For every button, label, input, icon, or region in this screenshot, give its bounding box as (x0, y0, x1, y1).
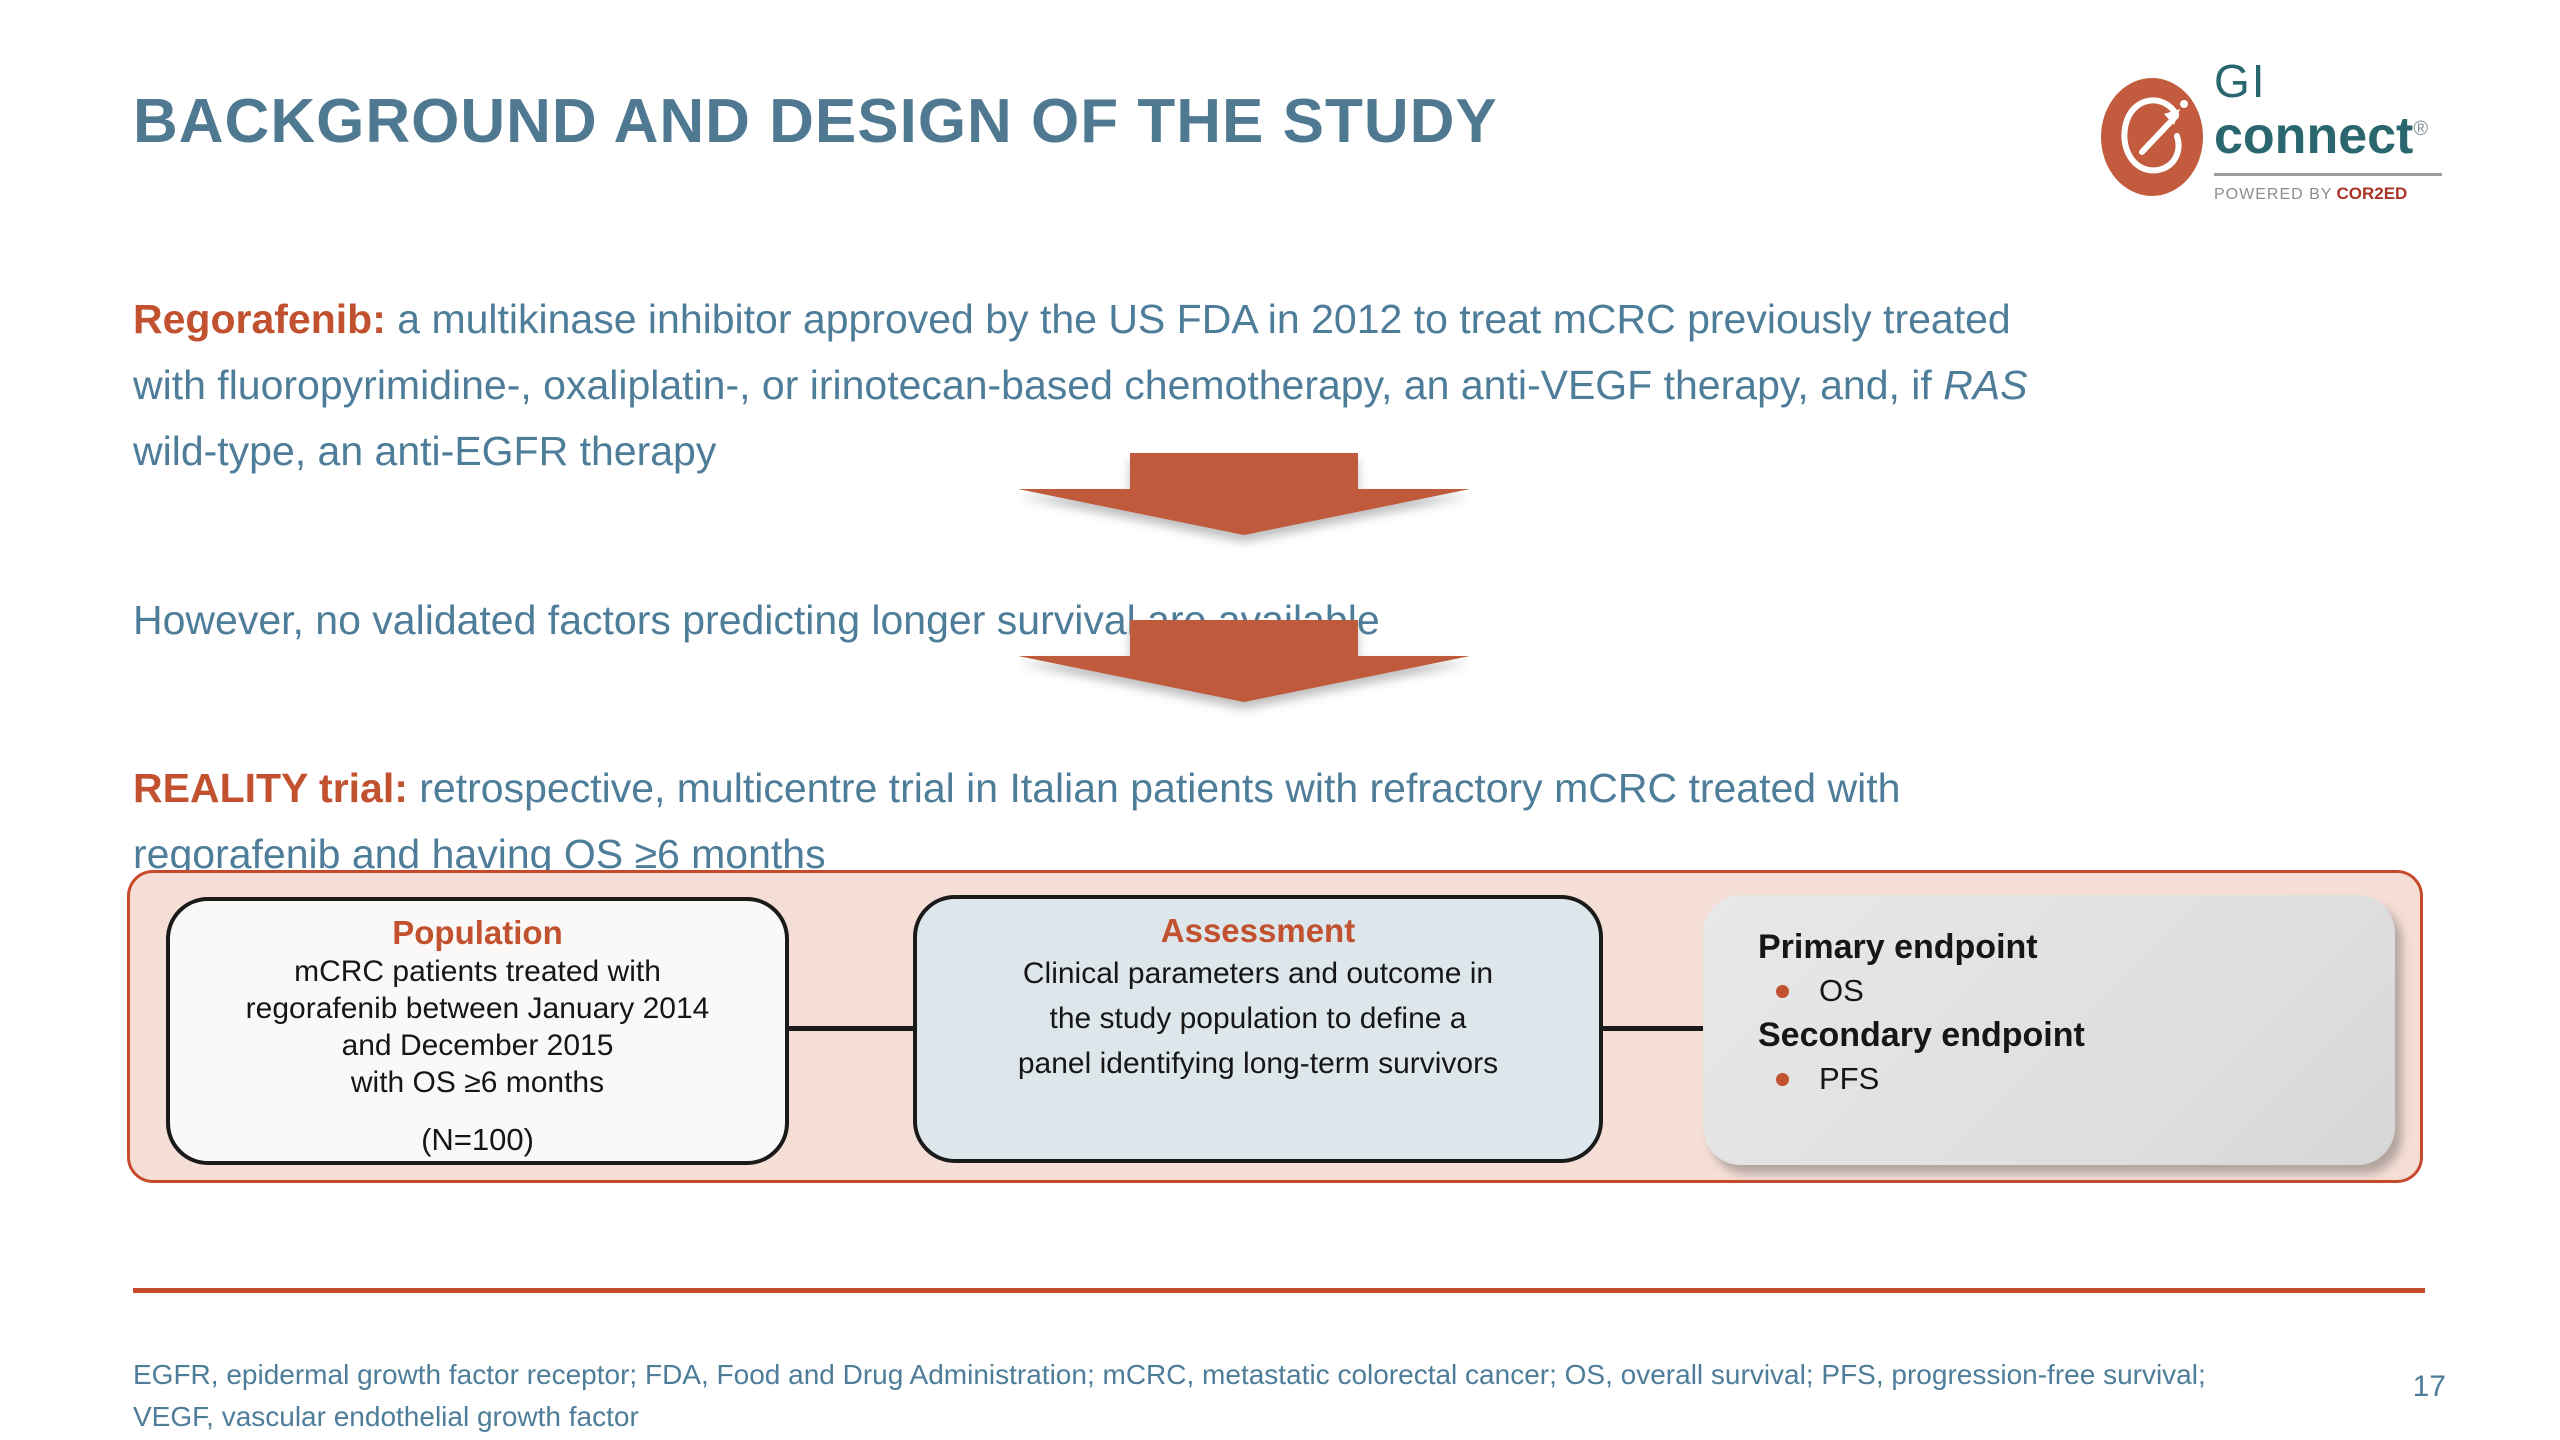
connector-line (1601, 1026, 1703, 1031)
logo-divider (2214, 173, 2442, 176)
logo-brand-bottom: connect® (2214, 107, 2429, 165)
population-title: Population (392, 914, 563, 951)
connector-line (785, 1026, 913, 1031)
reality-lead: REALITY trial: (133, 765, 408, 811)
assessment-line: the study population to define a (1049, 1002, 1467, 1035)
population-box: Population mCRC patients treated with re… (166, 897, 789, 1165)
assessment-title: Assessment (1160, 912, 1356, 949)
endpoints-box: Primary endpoint OS Secondary endpoint P… (1703, 895, 2395, 1165)
logo-cor2ed: COR2ED (2336, 184, 2408, 203)
intro-line1: a multikinase inhibitor approved by the … (385, 296, 2011, 342)
reality-paragraph: REALITY trial: retrospective, multicentr… (133, 755, 2493, 887)
study-design-diagram: Population mCRC patients treated with re… (127, 870, 2423, 1183)
footer-divider (133, 1288, 2425, 1293)
ras-italic: RAS (1943, 362, 2028, 408)
footnote-line2: VEGF, vascular endothelial growth factor (133, 1401, 639, 1432)
secondary-endpoint-item: PFS (1758, 1057, 2395, 1101)
intro-line2: with fluoropyrimidine-, oxaliplatin-, or… (133, 362, 1944, 408)
population-n: (N=100) (421, 1122, 534, 1157)
registered-mark: ® (2413, 118, 2429, 140)
gi-connect-logo-icon (2101, 78, 2203, 196)
assessment-box: Assessment Clinical parameters and outco… (913, 895, 1603, 1163)
secondary-endpoint-label: Secondary endpoint (1758, 1016, 2085, 1054)
population-line: and December 2015 (341, 1029, 614, 1062)
intro-line3: wild-type, an anti-EGFR therapy (133, 428, 717, 474)
population-line: regorafenib between January 2014 (245, 992, 710, 1025)
abbreviations-footnote: EGFR, epidermal growth factor receptor; … (133, 1354, 2363, 1438)
primary-endpoint-item: OS (1758, 969, 2395, 1013)
reality-line1: retrospective, multicentre trial in Ital… (407, 765, 1901, 811)
logo-brand-top: GI (2214, 55, 2267, 107)
intro-lead: Regorafenib: (133, 296, 386, 342)
assessment-line: Clinical parameters and outcome in (1022, 957, 1494, 990)
population-line: with OS ≥6 months (350, 1066, 605, 1099)
page-title: BACKGROUND AND DESIGN OF THE STUDY (133, 86, 1498, 156)
population-line: mCRC patients treated with (294, 955, 661, 988)
down-arrow-icon (1018, 453, 1470, 535)
bullet-icon (1776, 984, 1789, 998)
page-number: 17 (2412, 1370, 2446, 1403)
footnote-line1: EGFR, epidermal growth factor receptor; … (133, 1359, 2206, 1390)
assessment-line: panel identifying long-term survivors (1017, 1047, 1499, 1080)
bullet-icon (1776, 1072, 1789, 1086)
down-arrow-icon (1018, 620, 1470, 702)
primary-endpoint-label: Primary endpoint (1758, 928, 2038, 966)
reality-line2: regorafenib and having OS ≥6 months (133, 831, 826, 877)
intro-paragraph: Regorafenib: a multikinase inhibitor app… (133, 286, 2493, 484)
